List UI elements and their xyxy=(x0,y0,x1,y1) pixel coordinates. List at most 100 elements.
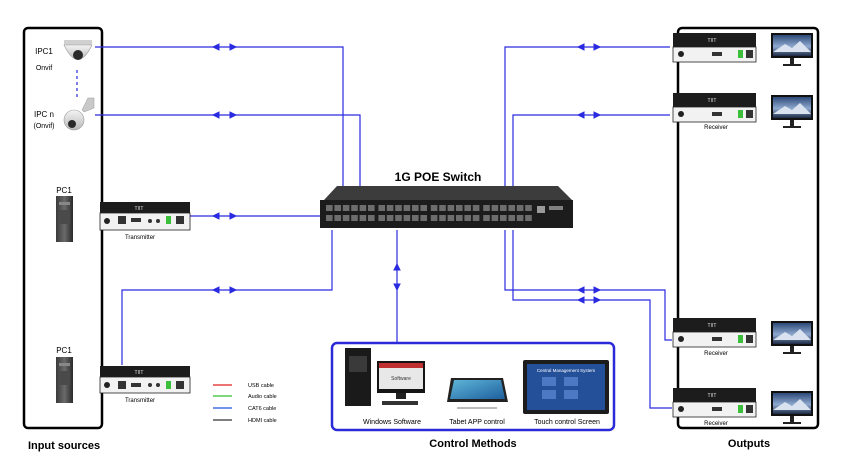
power-port-icon xyxy=(678,406,684,412)
switch-title: 1G POE Switch xyxy=(395,170,482,184)
switch-port xyxy=(351,205,358,211)
arrow-ipc1-right xyxy=(229,43,238,51)
power-port-icon xyxy=(104,218,110,224)
power-port-icon xyxy=(678,336,684,342)
legend-label-hdmi: HDMI cable xyxy=(248,418,277,424)
switch-port xyxy=(516,205,524,211)
switch-status-led xyxy=(549,206,563,210)
switch-port xyxy=(386,215,394,221)
switch-port xyxy=(386,205,394,211)
arrow-control-up xyxy=(393,262,401,271)
switch-port xyxy=(525,205,532,211)
ipcn-name: IPC n xyxy=(34,110,54,119)
hdmi-port-icon xyxy=(712,337,722,341)
stylus-icon xyxy=(457,407,497,409)
switch-port xyxy=(403,215,411,221)
power-port-icon xyxy=(678,51,684,57)
receiver-front-text: TIIT xyxy=(708,393,717,399)
switch-port xyxy=(472,215,480,221)
pc-tower-vent xyxy=(59,371,70,385)
switch-port xyxy=(395,205,402,211)
pc-tower-vent xyxy=(349,356,367,372)
switch-ports xyxy=(326,205,532,221)
switch-port xyxy=(439,215,446,221)
receiver-2-label: Receiver xyxy=(704,125,728,131)
mountain-wallpaper xyxy=(773,41,811,52)
audio-port-icon xyxy=(156,383,160,387)
receiver-1: TIIT xyxy=(672,33,813,66)
link-transmitter-bottom-switch xyxy=(121,230,333,365)
receiver-front-top xyxy=(673,388,756,402)
switch-port xyxy=(483,205,490,211)
touch-tile xyxy=(542,390,556,399)
monitor-screen-header xyxy=(379,363,423,368)
arrow-ipcn-right xyxy=(229,111,238,119)
switch-port xyxy=(447,205,455,211)
pc-tower-drive xyxy=(59,202,70,205)
switch-port xyxy=(508,205,515,211)
ethernet-port-icon xyxy=(118,216,126,224)
switch-port xyxy=(472,205,480,211)
ptz-camera-lens xyxy=(68,120,76,128)
monitor-base xyxy=(783,126,801,128)
monitor-stand xyxy=(790,58,794,64)
ipcn-protocol: (Onvif) xyxy=(34,123,55,130)
switch-top-face xyxy=(324,186,572,200)
display-monitor-screen xyxy=(773,97,811,118)
arrow-rx3-right xyxy=(593,286,602,294)
arrow-rx4-left xyxy=(576,296,585,304)
transmitter-top: TIIT Transmitter xyxy=(99,202,191,241)
legend-label-audio: Audio cable xyxy=(248,394,277,400)
receiver-front-text: TIIT xyxy=(708,323,717,329)
touch-screen-title: Central Management System xyxy=(537,368,596,373)
link-switch-receiver-3 xyxy=(504,230,672,341)
hdmi-port-icon xyxy=(712,52,722,56)
dome-camera-lens xyxy=(73,50,83,60)
audio-port-icon xyxy=(148,383,152,387)
switch-console-port xyxy=(537,206,545,213)
display-monitor-screen xyxy=(773,35,811,56)
status-led-icon xyxy=(166,381,171,389)
transmitter-bottom-label: Transmitter xyxy=(125,398,155,404)
arrow-tx-bottom-left xyxy=(211,286,220,294)
touch-tile xyxy=(564,377,578,386)
link-switch-receiver-1 xyxy=(504,46,670,210)
arrow-tx-top-left xyxy=(211,212,220,220)
switch-port xyxy=(342,205,350,211)
switch-port xyxy=(334,215,341,221)
ipc1-protocol: Onvif xyxy=(36,65,52,72)
monitor-stand xyxy=(790,416,794,422)
switch-port xyxy=(447,215,455,221)
ethernet-port-icon xyxy=(118,381,126,389)
link-switch-receiver-2 xyxy=(512,114,670,210)
touch-tile xyxy=(564,390,578,399)
touch-screen: Central Management System Touch control … xyxy=(523,360,609,426)
monitor-stand xyxy=(396,393,406,399)
outputs-frame xyxy=(676,26,820,430)
pc-top-name: PC1 xyxy=(56,186,72,195)
tablet-app: Tabet APP control xyxy=(447,378,508,426)
receiver-front-top xyxy=(673,33,756,47)
hdmi-port-icon xyxy=(712,407,722,411)
pc-tower-drive xyxy=(59,363,70,366)
hdmi-port-icon xyxy=(131,383,141,387)
status-led-icon xyxy=(738,405,743,413)
tablet-screen xyxy=(450,380,505,399)
receiver-front-top xyxy=(673,318,756,332)
switch-port xyxy=(334,205,341,211)
transmitter-top-label: Transmitter xyxy=(125,235,155,241)
usb-port-icon xyxy=(176,216,184,224)
switch-port xyxy=(326,215,333,221)
usb-port-icon xyxy=(176,381,184,389)
switch-port xyxy=(464,205,471,211)
switch-port xyxy=(326,205,333,211)
receiver-front-top xyxy=(673,93,756,107)
pc-bottom: PC1 xyxy=(56,346,73,403)
switch-port xyxy=(491,205,499,211)
switch-port xyxy=(412,205,419,211)
audio-port-icon xyxy=(148,219,152,223)
pc-top: PC1 xyxy=(56,186,73,242)
switch-port xyxy=(420,215,427,221)
monitor-base xyxy=(783,64,801,66)
transmitter-front-text: TIIT xyxy=(135,370,144,376)
